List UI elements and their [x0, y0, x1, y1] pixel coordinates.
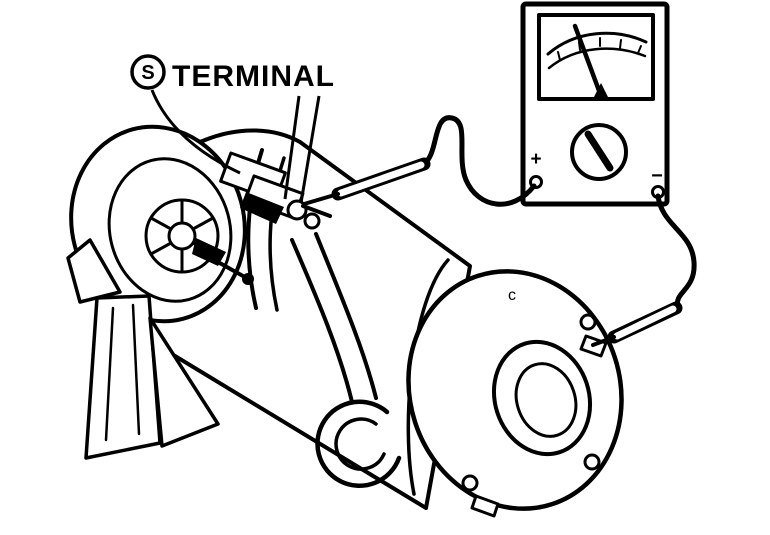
- end-frame-bolt-bottom-left: [461, 474, 479, 492]
- end-frame-opening: [491, 339, 593, 457]
- meter-scale-ticks: [557, 37, 642, 61]
- test-probe-right-hilite: [613, 305, 677, 340]
- field-cable-left-edge: [290, 238, 354, 404]
- circled-s-letter: S: [141, 62, 154, 84]
- meter-needle: [572, 23, 604, 99]
- s-terminal-stud: [301, 204, 332, 218]
- drive-housing: [69, 124, 247, 324]
- end-frame-bolt-bottom-right: [583, 453, 601, 471]
- test-probe-left-tip: [302, 192, 340, 206]
- test-probe-left-hilite: [337, 161, 425, 197]
- meter-minus-label: −: [651, 165, 663, 187]
- end-frame-bolt-top: [579, 313, 597, 331]
- circled-s-badge: [130, 54, 166, 90]
- label-leader-lines: [283, 95, 321, 204]
- label-leader-curve: [150, 89, 241, 175]
- terminal-label-text: TERMINAL: [172, 60, 335, 93]
- meter-knob-pointer: [584, 130, 614, 172]
- test-probe-right-tip: [591, 335, 616, 347]
- clamp-loop-outer: [315, 399, 402, 488]
- bracket-brace: [148, 316, 220, 448]
- end-frame-stud: [470, 494, 500, 518]
- meter-plus-label: +: [530, 149, 541, 170]
- meter-scale-arc-lower: [547, 47, 647, 70]
- test-leads: [302, 115, 697, 347]
- housing-shadow: [192, 238, 226, 266]
- meter-needle-pivot: [594, 83, 608, 97]
- c-mark: c: [508, 287, 516, 304]
- drive-housing-inner-rim: [107, 157, 233, 303]
- test-lead-right-wire: [655, 193, 697, 309]
- s-terminal-nut-small: [303, 212, 321, 230]
- field-cable-right-edge: [314, 232, 378, 400]
- bracket-lug: [66, 238, 122, 304]
- solenoid-shadow: [240, 192, 284, 224]
- clamp-loop-inner: [334, 417, 386, 471]
- meter-scale-arc-upper: [546, 31, 648, 56]
- starter-motor: c: [66, 124, 624, 518]
- s-terminal-callout: S TERMINAL: [130, 54, 335, 204]
- test-probe-right: [591, 301, 683, 347]
- end-frame-opening-inner: [514, 362, 578, 438]
- bracket-leg-slot: [104, 303, 141, 442]
- test-probe-left: [302, 157, 431, 206]
- test-lead-left-wire: [424, 115, 537, 207]
- multimeter: + −: [520, 1, 670, 207]
